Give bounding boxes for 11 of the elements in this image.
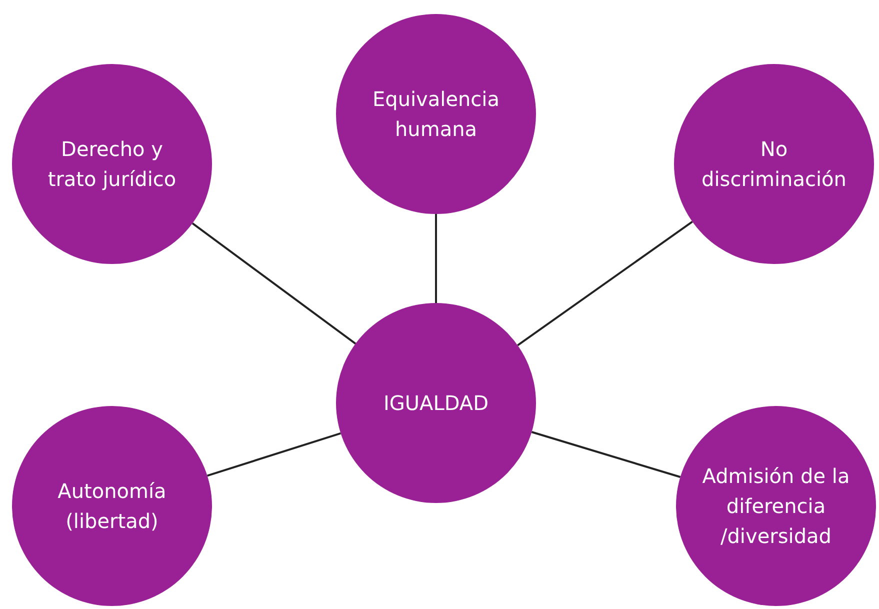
- concept-label: Equivalencia humana: [371, 86, 500, 143]
- connector-line: [517, 220, 693, 346]
- concept-label: No discriminación: [700, 136, 848, 193]
- concept-label: Derecho y trato jurídico: [46, 136, 178, 193]
- connector-line: [531, 431, 681, 478]
- connector-line: [207, 432, 341, 477]
- connector-line: [192, 222, 356, 344]
- concept-label: Autonomía (libertad): [56, 478, 168, 535]
- concept-label: Admisión de la diferencia /diversidad: [701, 463, 851, 550]
- connector-line: [435, 214, 437, 303]
- concept-label: IGUALDAD: [382, 390, 490, 417]
